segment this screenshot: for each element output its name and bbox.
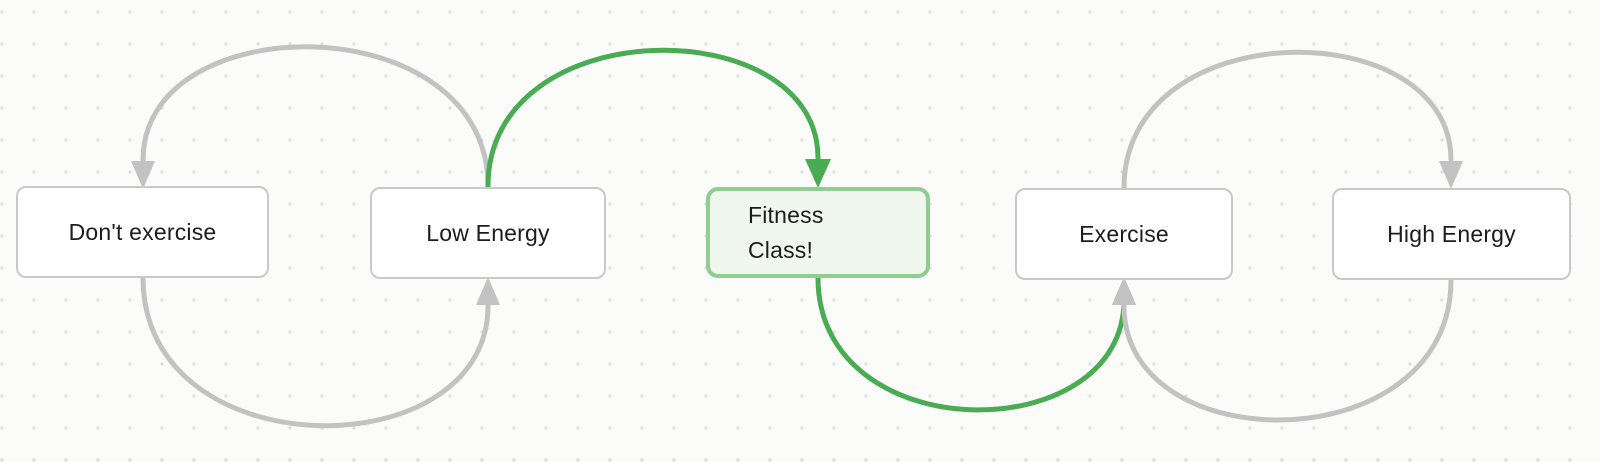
node-label: Don't exercise — [68, 218, 217, 245]
node-label: Exercise — [1079, 220, 1169, 247]
edge-fitness-class-to-exercise[interactable] — [815, 275, 1136, 413]
edge-path — [485, 47, 821, 189]
edge-low-energy-to-fitness-class[interactable] — [485, 47, 831, 189]
node-label: Low Energy — [426, 219, 550, 246]
node-fitness-class[interactable]: Fitness Class! — [706, 187, 930, 278]
edge-path — [815, 275, 1127, 413]
edge-exercise-to-high-energy[interactable] — [1121, 49, 1463, 191]
edge-path — [140, 275, 491, 429]
edge-path — [1121, 277, 1454, 423]
node-exercise[interactable]: Exercise — [1015, 188, 1233, 280]
node-low-energy[interactable]: Low Energy — [370, 187, 606, 279]
node-high-energy[interactable]: High Energy — [1332, 188, 1571, 280]
arrowhead — [131, 161, 155, 189]
arrowhead — [805, 159, 831, 188]
edge-high-energy-to-exercise[interactable] — [1112, 277, 1454, 423]
arrowhead — [1112, 277, 1136, 305]
edge-dont-exercise-to-low-energy[interactable] — [140, 275, 500, 429]
node-dont-exercise[interactable]: Don't exercise — [16, 186, 269, 278]
edge-path — [1121, 49, 1454, 191]
arrowhead — [1439, 161, 1463, 189]
arrowhead — [476, 277, 500, 305]
node-label: Fitness Class! — [748, 201, 824, 263]
node-label: High Energy — [1387, 220, 1516, 247]
edge-low-energy-to-dont-exercise[interactable] — [131, 44, 491, 189]
edge-path — [140, 44, 491, 189]
